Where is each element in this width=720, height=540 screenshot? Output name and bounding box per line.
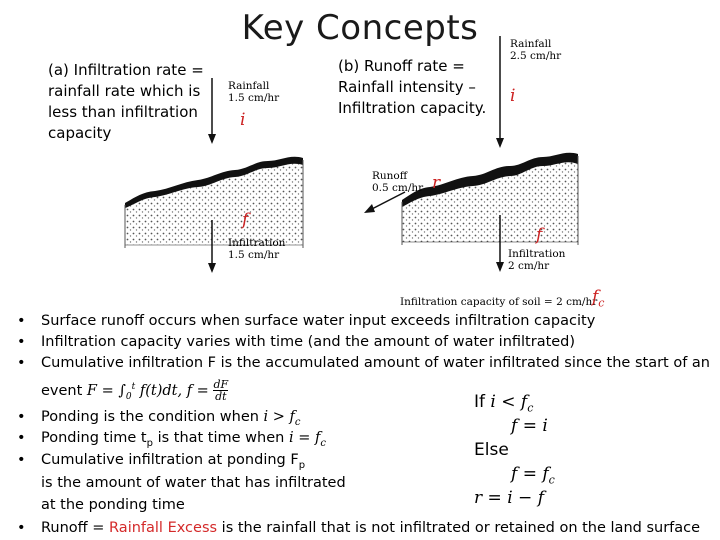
figure-a-drawing [124, 78, 304, 273]
formula-F: F = ∫0t f(t)dt, f = [86, 382, 214, 402]
equation-f-equals-i: f = i [511, 416, 548, 436]
ground-surface-b [402, 152, 578, 207]
equation-f-equals-fc: f = fc [511, 464, 555, 487]
condition-else: Else [474, 440, 509, 460]
equation-r-equals-i-minus-f: r = i − f [474, 488, 544, 508]
figure-b-capacity-label: Infiltration capacity of soil = 2 cm/hr [400, 296, 598, 308]
ground-surface-a [125, 156, 303, 208]
figure-b-drawing [364, 36, 579, 272]
caption-b: (b) Runoff rate = Rainfall intensity – I… [338, 57, 487, 117]
figure-b-infil-symbol: f [536, 225, 543, 245]
slide-title: Key Concepts [241, 8, 479, 48]
caption-a: (a) Infiltration rate = rainfall rate wh… [48, 61, 204, 142]
runoff-arrow-b [369, 191, 406, 211]
figure-a-infil-symbol: f [242, 210, 249, 230]
condition-if: If i < fc [474, 392, 534, 415]
figure-a-rain-symbol: i [240, 110, 246, 130]
soil-block-a [124, 160, 304, 246]
soil-block-b [401, 156, 579, 243]
rainfall-excess-highlight: Rainfall Excess [109, 520, 218, 536]
figure-b-runoff-symbol: r [432, 173, 441, 193]
figure-b-rain-symbol: i [510, 86, 516, 106]
figure-b-capacity-symbol: fc [592, 287, 605, 310]
